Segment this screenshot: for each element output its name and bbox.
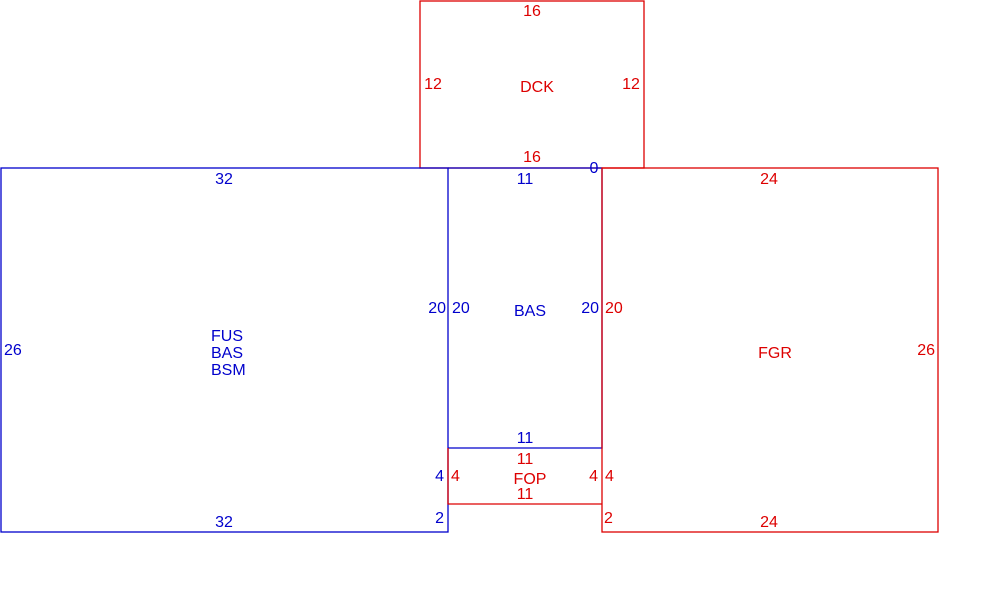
middle-section-dim-left: 20 (452, 300, 470, 317)
middle-section-dim-right: 20 (581, 300, 599, 317)
middle-section-dim-top: 11 (517, 171, 534, 188)
porch-dim-bottom: 11 (517, 486, 534, 503)
garage-dim-bottom: 24 (760, 514, 778, 531)
main-house-outline (0, 167, 449, 533)
middle-section-code: BAS (514, 303, 546, 320)
deck-dim-left: 12 (424, 76, 442, 93)
main-house-code-1: FUS (211, 328, 243, 345)
deck-dim-bottom: 16 (523, 149, 541, 166)
main-house-code-2: BAS (211, 345, 243, 362)
garage-dim-top: 24 (760, 171, 778, 188)
main-house-dim-top: 32 (215, 171, 233, 188)
porch-code: FOP (514, 471, 547, 488)
porch-dim-top: 11 (517, 451, 534, 468)
deck-code: DCK (520, 79, 554, 96)
middle-section-dim-corner: 0 (590, 160, 599, 177)
garage-outline (601, 167, 939, 533)
garage-code: FGR (758, 345, 792, 362)
porch-area (447, 448, 602, 505)
porch-dim-left: 4 (451, 468, 460, 485)
deck-dim-top: 16 (523, 3, 541, 20)
porch-dim-right: 4 (589, 468, 598, 485)
deck-dim-right: 12 (622, 76, 640, 93)
porch-outline (447, 448, 602, 505)
middle-section-dim-bottom: 11 (517, 430, 534, 447)
main-house-area (0, 167, 449, 533)
main-house-dim-corner: 2 (435, 510, 444, 527)
main-house-dim-bottom-right: 4 (435, 468, 444, 485)
main-house-code-3: BSM (211, 362, 246, 379)
main-house-dim-bottom: 32 (215, 514, 233, 531)
garage-dim-right: 26 (917, 342, 935, 359)
main-house-dim-right: 20 (428, 300, 446, 317)
garage-dim-bottom-left: 4 (605, 468, 614, 485)
main-house-dim-left: 26 (4, 342, 22, 359)
garage-area (601, 167, 939, 533)
garage-dim-corner: 2 (604, 510, 613, 527)
garage-dim-left: 20 (605, 300, 623, 317)
